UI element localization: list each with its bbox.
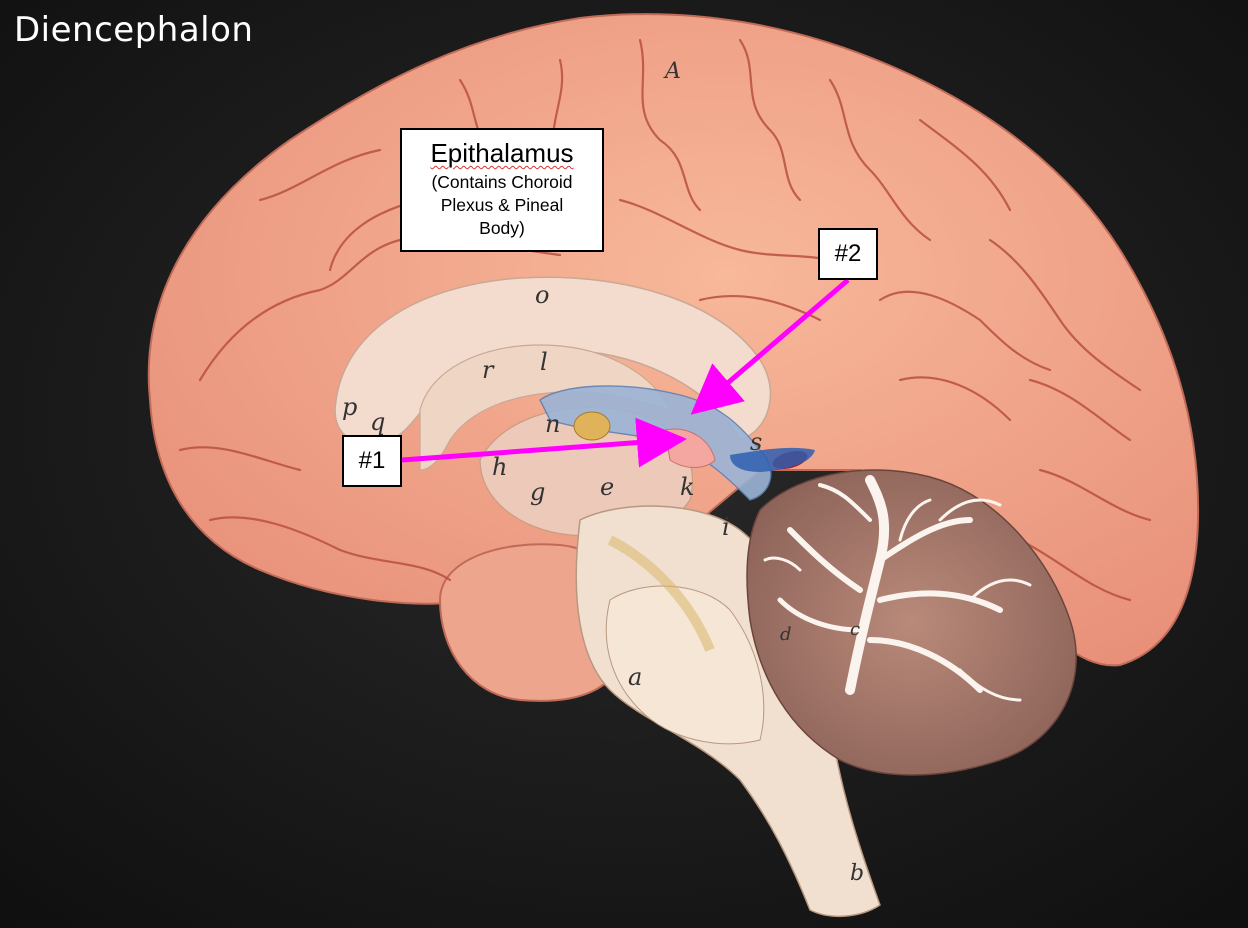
slide-title: Diencephalon (14, 10, 254, 50)
model-letter-a: a (628, 663, 642, 691)
model-letter-g: g (530, 478, 545, 506)
model-letter-e: e (600, 473, 614, 501)
pons (605, 585, 765, 745)
marker-2-label: #2 (818, 228, 878, 280)
vessel-blue (730, 447, 815, 472)
epithalamus-note-line-2: Plexus & Pineal (440, 195, 564, 215)
model-letter-n: n (545, 410, 560, 438)
model-letter-k: k (680, 473, 695, 501)
model-letter-l: l (540, 348, 548, 376)
model-letter-c: c (850, 619, 860, 640)
model-letter-i: i (722, 513, 730, 541)
model-letter-h: h (492, 453, 507, 481)
model-letter-q: q (370, 408, 385, 436)
model-letter-r: r (482, 356, 495, 384)
model-letter-p: p (342, 393, 357, 421)
model-letters: A o p q r l n h g e k s i a d c b (342, 59, 864, 886)
arrow-1 (401, 417, 687, 468)
epithalamus-callout: Epithalamus (Contains Choroid Plexus & P… (400, 128, 604, 252)
interthalamic-adhesion (573, 411, 611, 441)
arbor-vitae (763, 475, 1032, 702)
model-letter-s: s (750, 428, 762, 456)
model-letter-d: d (780, 624, 792, 645)
model-letter-b: b (850, 861, 864, 886)
epithalamus-title: Epithalamus (430, 138, 574, 168)
model-letter-A: A (663, 59, 681, 84)
cerebellum (746, 469, 1077, 776)
epithalamus-note-line-1: (Contains Choroid (431, 172, 573, 192)
arrow-2 (690, 278, 850, 415)
epithalamus-note-line-3: Body) (479, 218, 525, 238)
model-letter-o: o (535, 281, 549, 309)
marker-1-label: #1 (342, 435, 402, 487)
brainstem-tract (607, 535, 715, 652)
